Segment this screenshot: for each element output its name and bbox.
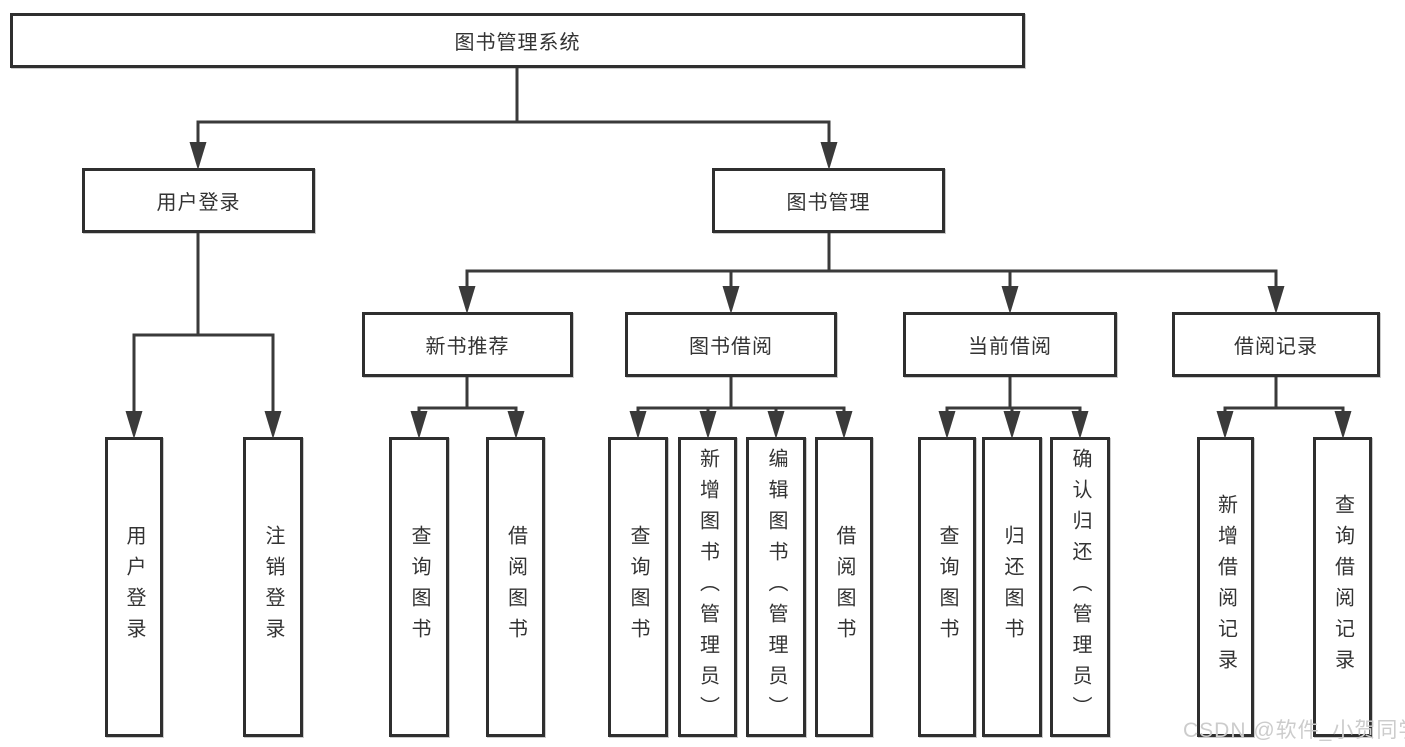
- arrowhead-icon: [507, 411, 525, 439]
- node-label: 注销登录: [262, 525, 284, 649]
- leaf-return-books: 归还图书: [982, 437, 1042, 737]
- arrowhead-icon: [699, 411, 717, 439]
- leaf-add-books-admin: 新增图书（管理员）: [678, 437, 737, 737]
- leaf-query-borrow-record: 查询借阅记录: [1313, 437, 1372, 737]
- arrowhead-icon: [458, 286, 476, 314]
- arrowhead-icon: [1267, 286, 1285, 314]
- node-label: 新增图书（管理员）: [696, 447, 719, 727]
- arrowhead-icon: [1003, 411, 1021, 439]
- node-user-login: 用户登录: [82, 168, 315, 233]
- leaf-query-books-recommend: 查询图书: [389, 437, 449, 737]
- node-label: 查询图书: [936, 525, 958, 649]
- leaf-borrow-books-recommend: 借阅图书: [486, 437, 545, 737]
- node-label: 用户登录: [123, 525, 145, 649]
- csdn-watermark: CSDN @软件_小贺同学: [1183, 719, 1405, 742]
- arrowhead-icon: [125, 411, 143, 439]
- arrowhead-icon: [722, 286, 740, 314]
- node-library-system: 图书管理系统: [10, 13, 1025, 68]
- node-label: 查询图书: [627, 525, 649, 649]
- node-label: 确认归还（管理员）: [1069, 447, 1091, 727]
- node-label: 借阅图书: [504, 525, 527, 649]
- node-new-book-recommend: 新书推荐: [362, 312, 573, 377]
- arrowhead-icon: [1334, 411, 1352, 439]
- node-book-borrowing: 图书借阅: [625, 312, 837, 377]
- node-label: 新增借阅记录: [1214, 494, 1237, 680]
- arrowhead-icon: [1071, 411, 1089, 439]
- node-borrowing-records: 借阅记录: [1172, 312, 1380, 377]
- arrowhead-icon: [629, 411, 647, 439]
- node-current-borrowing: 当前借阅: [903, 312, 1117, 377]
- leaf-query-books-borrow: 查询图书: [608, 437, 668, 737]
- arrowhead-icon: [835, 411, 853, 439]
- arrowhead-icon: [264, 411, 282, 439]
- node-label: 归还图书: [1001, 525, 1023, 649]
- node-label: 编辑图书（管理员）: [765, 447, 787, 727]
- leaf-add-borrow-record: 新增借阅记录: [1197, 437, 1254, 737]
- node-label: 查询图书: [408, 525, 430, 649]
- node-label: 新书推荐: [425, 336, 510, 358]
- node-label: 查询借阅记录: [1331, 494, 1354, 680]
- node-label: 图书借阅: [689, 336, 773, 358]
- node-label: 用户登录: [156, 192, 241, 214]
- node-label: 当前借阅: [968, 336, 1052, 358]
- arrowhead-icon: [1216, 411, 1234, 439]
- node-label: 借阅图书: [833, 525, 855, 649]
- leaf-user-login: 用户登录: [105, 437, 163, 737]
- leaf-query-books-current: 查询图书: [918, 437, 976, 737]
- arrowhead-icon: [820, 142, 838, 170]
- arrowhead-icon: [938, 411, 956, 439]
- leaf-borrow-books: 借阅图书: [815, 437, 873, 737]
- arrowhead-icon: [767, 411, 785, 439]
- leaf-logout: 注销登录: [243, 437, 303, 737]
- arrowhead-icon: [1001, 286, 1019, 314]
- node-book-management: 图书管理: [712, 168, 945, 233]
- arrowhead-icon: [410, 411, 428, 439]
- leaf-edit-books-admin: 编辑图书（管理员）: [746, 437, 806, 737]
- node-label: 借阅记录: [1234, 336, 1318, 358]
- arrowhead-icon: [189, 142, 207, 170]
- leaf-confirm-return-admin: 确认归还（管理员）: [1050, 437, 1110, 737]
- node-label: 图书管理系统: [454, 32, 581, 54]
- node-label: 图书管理: [786, 192, 871, 214]
